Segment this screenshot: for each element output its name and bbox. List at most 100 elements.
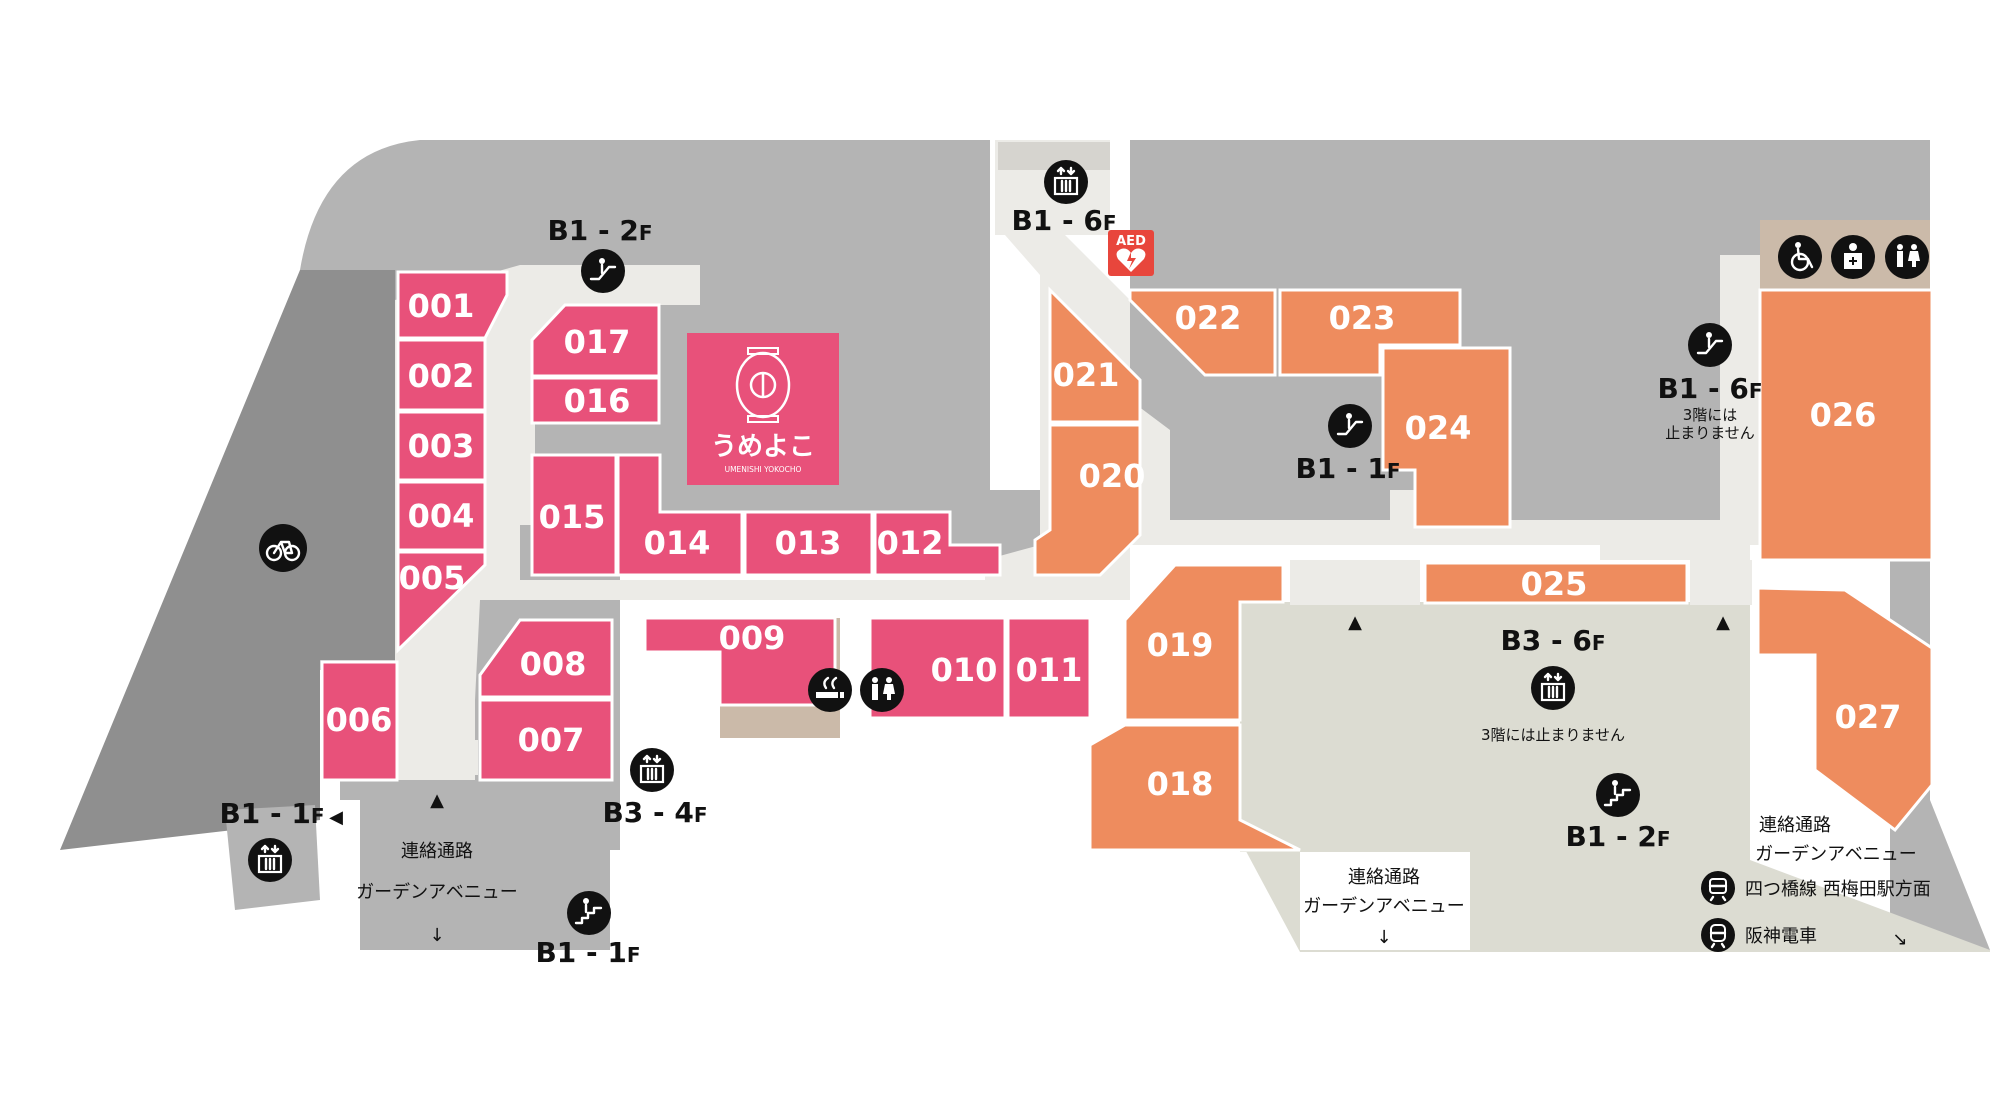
restroom-icon[interactable] xyxy=(1885,235,1929,279)
subway-icon xyxy=(1701,871,1735,905)
accessible-restroom-icon[interactable] xyxy=(1778,235,1822,279)
shop-019[interactable] xyxy=(1123,563,1285,722)
shop-001[interactable] xyxy=(396,270,509,340)
escalator-landing-left xyxy=(400,740,478,775)
shop-label-015: 015 xyxy=(539,498,606,536)
passage-center-line1: 連絡通路 xyxy=(1348,867,1420,888)
passage-gate-center xyxy=(1290,560,1420,605)
arrow-left-triangle: ◀ xyxy=(329,807,343,828)
floor-label-b3-6f: B3 - 6F xyxy=(1500,624,1605,657)
subway-direction[interactable]: 四つ橋線 西梅田駅方面 xyxy=(1701,871,1931,905)
shop-label-012: 012 xyxy=(877,524,944,562)
shop-016[interactable] xyxy=(530,376,661,425)
train-icon xyxy=(1701,918,1735,952)
arrow-up-triangle-left: ▲ xyxy=(430,790,444,811)
orange-shops xyxy=(1033,286,1934,852)
shop-022[interactable] xyxy=(1128,288,1277,377)
shop-015[interactable] xyxy=(530,453,618,577)
note-right-elevator-line2: 止まりません xyxy=(1665,424,1755,442)
shop-label-020: 020 xyxy=(1079,457,1146,495)
floor-label-b1-1f-center: B1 - 1F xyxy=(1295,452,1400,485)
shop-011[interactable] xyxy=(1006,616,1092,720)
main-corridor xyxy=(395,190,1890,780)
stairs-icon[interactable] xyxy=(1594,771,1642,819)
elevator-icon[interactable] xyxy=(1529,664,1577,712)
nursing-room-icon[interactable] xyxy=(1831,235,1875,279)
shop-013[interactable] xyxy=(743,510,874,577)
shop-label-004: 004 xyxy=(408,497,475,535)
shop-017[interactable] xyxy=(530,303,661,378)
shop-020[interactable] xyxy=(1033,423,1142,577)
shop-label-009: 009 xyxy=(719,619,786,657)
shop-005[interactable] xyxy=(396,550,487,654)
shop-006[interactable] xyxy=(320,660,399,782)
shop-012[interactable] xyxy=(873,510,1002,577)
arrow-up-triangle-center: ▲ xyxy=(1348,612,1362,633)
shop-label-003: 003 xyxy=(408,427,475,465)
escalator-icon[interactable] xyxy=(1686,321,1734,369)
arrow-down-right: ↘ xyxy=(1892,929,1907,950)
shop-021[interactable] xyxy=(1048,286,1142,424)
aed-sign[interactable]: AED xyxy=(1108,230,1154,276)
shop-007[interactable] xyxy=(478,698,614,782)
floor-label-b1-1f-bottom: B1 - 1F xyxy=(535,936,640,969)
shop-027[interactable] xyxy=(1756,586,1934,833)
passage-center-line2: ガーデンアベニュー xyxy=(1303,896,1465,917)
bicycle-parking-icon xyxy=(259,524,307,572)
shop-label-011: 011 xyxy=(1016,651,1083,689)
shop-009[interactable] xyxy=(643,616,837,707)
passage-right-line1: 連絡通路 xyxy=(1759,815,1831,836)
aed-label: AED xyxy=(1116,234,1146,249)
shop-label-026: 026 xyxy=(1810,396,1877,434)
shop-003[interactable] xyxy=(396,410,487,482)
escalator-icon[interactable] xyxy=(1326,402,1374,450)
floor-label-b1-1f-left: B1 - 1F xyxy=(219,797,324,830)
restroom-icon[interactable] xyxy=(860,668,904,712)
floor-label-b1-2f-bottom: B1 - 2F xyxy=(1565,820,1670,853)
elevator-icon[interactable] xyxy=(1042,158,1090,206)
outer-zone-bicycle xyxy=(60,270,395,850)
shop-label-024: 024 xyxy=(1405,409,1472,447)
lantern-icon xyxy=(735,347,791,423)
escalator-icon[interactable] xyxy=(579,247,627,295)
stairs-icon[interactable] xyxy=(565,889,613,937)
shop-label-019: 019 xyxy=(1147,626,1214,664)
shop-label-006: 006 xyxy=(326,701,393,739)
floor-label-b3-4f: B3 - 4F xyxy=(602,796,707,829)
floor-label-b1-6f-right: B1 - 6F xyxy=(1657,372,1762,405)
shop-018[interactable] xyxy=(1088,723,1301,852)
shop-label-017: 017 xyxy=(564,323,631,361)
floor-label-b1-2f-top: B1 - 2F xyxy=(547,214,652,247)
smoking-area-icon[interactable] xyxy=(808,668,852,712)
shop-label-027: 027 xyxy=(1835,698,1902,736)
note-b3-6f: 3階には止まりません xyxy=(1481,726,1625,744)
elevator-icon[interactable] xyxy=(246,836,294,884)
shop-label-002: 002 xyxy=(408,357,475,395)
shop-004[interactable] xyxy=(396,480,487,552)
note-right-elevator-line1: 3階には xyxy=(1683,406,1738,424)
logo-subtitle: UMENISHI YOKOCHO xyxy=(725,465,802,474)
shop-024[interactable] xyxy=(1381,346,1512,529)
shop-023[interactable] xyxy=(1278,288,1462,377)
shop-label-025: 025 xyxy=(1521,565,1588,603)
hanshin-direction[interactable]: 阪神電車 ↘ xyxy=(1701,918,1908,952)
shop-label-001: 001 xyxy=(408,287,475,325)
shop-025[interactable] xyxy=(1423,561,1689,605)
shop-label-013: 013 xyxy=(775,524,842,562)
passage-gate-right xyxy=(1690,560,1752,605)
shop-026[interactable] xyxy=(1758,288,1934,562)
passage-center-arrow: ↓ xyxy=(1376,927,1391,948)
shop-label-008: 008 xyxy=(520,645,587,683)
elevator-icon[interactable] xyxy=(628,746,676,794)
shop-008[interactable] xyxy=(478,618,614,699)
logo-background xyxy=(687,333,839,485)
subway-label: 四つ橋線 西梅田駅方面 xyxy=(1745,879,1931,900)
shop-002[interactable] xyxy=(396,338,487,412)
shop-014[interactable] xyxy=(616,453,744,577)
shop-label-023: 023 xyxy=(1329,299,1396,337)
shop-label-022: 022 xyxy=(1175,299,1242,337)
shop-label-018: 018 xyxy=(1147,765,1214,803)
umeyoko-logo[interactable]: うめよこ UMENISHI YOKOCHO xyxy=(687,333,839,485)
pink-shops xyxy=(320,270,1092,782)
